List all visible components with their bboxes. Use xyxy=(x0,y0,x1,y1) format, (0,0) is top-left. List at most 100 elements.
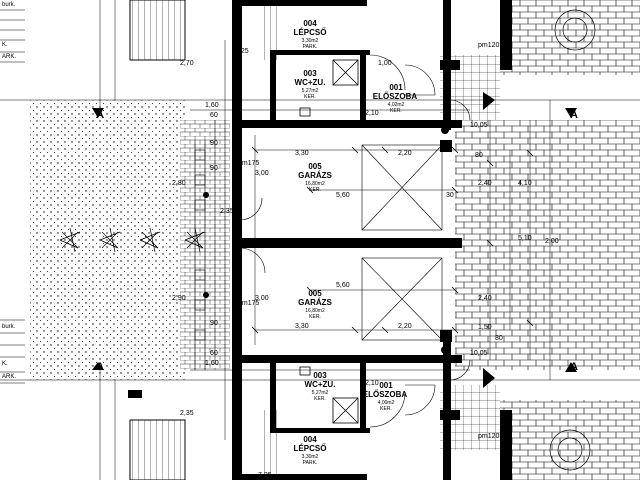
dimension-text: 5,60 xyxy=(336,192,350,199)
section-mark-a: A xyxy=(96,109,104,121)
dimension-text: 80 xyxy=(475,152,483,159)
room-area-lepcso-top: 3,30m2 xyxy=(301,38,319,44)
dimension-text: 2,10 xyxy=(365,380,379,387)
legend-frames xyxy=(0,9,25,384)
dimension-text: 2,70 xyxy=(180,60,194,67)
dimension-text: 7,25 xyxy=(258,472,272,479)
dimension-text: 1,60 xyxy=(205,360,219,367)
dimension-text: 3,30 xyxy=(295,323,309,330)
dimension-text: 2,40 xyxy=(478,180,492,187)
dimension-text: 1,25 xyxy=(235,48,249,55)
walls xyxy=(128,0,512,480)
room-number-eloszoba-top: 001 xyxy=(389,83,403,92)
stairs-bot-left xyxy=(129,419,186,480)
dimension-text: 10,05 xyxy=(470,350,488,357)
room-area-wc-bot: 5,27m2 xyxy=(311,390,329,396)
room-floor-eloszoba-top: KER. xyxy=(390,108,402,114)
dimension-text: pm175 xyxy=(238,300,260,307)
room-floor-lepcso-top: PARK. xyxy=(302,44,318,50)
room-name-wc-bot: WC+ZU. xyxy=(304,380,336,389)
legend-text: burk. xyxy=(2,324,16,330)
legend-text: K. xyxy=(2,42,8,48)
stairs-top-left xyxy=(129,0,186,61)
lawn-hatch xyxy=(30,100,185,380)
dimension-text: 4,10 xyxy=(518,180,532,187)
room-area-wc-top: 5,27m2 xyxy=(301,88,319,94)
dimension-ticks xyxy=(251,146,534,334)
dimension-text: 30 xyxy=(446,192,454,199)
dimension-text: pm175 xyxy=(238,160,260,167)
garage-void xyxy=(361,144,443,341)
room-name-garazs-bot: GARÁZS xyxy=(298,298,332,307)
room-area-eloszoba-bot: 4,00m2 xyxy=(377,400,395,406)
room-number-eloszoba-bot: 001 xyxy=(379,381,393,390)
dimension-text: 3,00 xyxy=(255,295,269,302)
dimension-text: 2,80 xyxy=(172,180,186,187)
room-floor-wc-bot: KER. xyxy=(314,396,326,402)
room-number-wc-top: 003 xyxy=(303,69,317,78)
shrubs xyxy=(59,9,596,471)
dimension-text: pm120 xyxy=(478,433,500,440)
room-area-lepcso-bot: 3,30m2 xyxy=(301,454,319,460)
dimension-text: 2,20 xyxy=(398,323,412,330)
brick-paving-bot-right xyxy=(500,400,640,480)
legend-text: ARK. xyxy=(2,54,17,60)
room-area-garazs-bot: 16,80m2 xyxy=(305,308,325,314)
dimension-text: 2,35 xyxy=(220,208,234,215)
room-name-lepcso-top: LÉPCSŐ xyxy=(293,28,327,37)
legend-text: ARK. xyxy=(2,374,17,380)
room-number-garazs-bot: 005 xyxy=(308,289,322,298)
room-name-wc-top: WC+ZU. xyxy=(294,78,326,87)
room-name-lepcso-bot: LÉPCSŐ xyxy=(293,444,327,453)
room-number-lepcso-bot: 004 xyxy=(303,435,317,444)
wc-fixtures xyxy=(299,59,359,424)
room-name-garazs-top: GARÁZS xyxy=(298,171,332,180)
section-mark-a: A xyxy=(96,361,104,373)
dimension-text: 1,00 xyxy=(378,60,392,67)
room-name-eloszoba-bot: ELŐSZOBA xyxy=(362,390,408,399)
dimension-text: 3,00 xyxy=(255,170,269,177)
dimension-text: 3,30 xyxy=(295,150,309,157)
door-swings xyxy=(239,54,471,428)
dimension-text: 2,40 xyxy=(478,295,492,302)
room-floor-lepcso-bot: PARK. xyxy=(302,460,318,466)
room-floor-eloszoba-bot: KER. xyxy=(380,406,392,412)
legend-text: burk. xyxy=(2,2,16,8)
dimension-text: pm120 xyxy=(478,42,500,49)
section-cut-marks xyxy=(92,92,577,388)
dimension-text: 7,25 xyxy=(258,0,272,7)
dimension-text: 60 xyxy=(210,112,218,119)
dimension-text: 5,60 xyxy=(336,282,350,289)
dimension-text: 2,90 xyxy=(172,295,186,302)
dimension-text: 2,00 xyxy=(545,238,559,245)
dimension-text: 2,35 xyxy=(180,410,194,417)
brick-paving-top-right xyxy=(500,0,640,75)
room-area-eloszoba-top: 4,02m2 xyxy=(387,102,405,108)
room-number-wc-bot: 003 xyxy=(313,371,327,380)
room-name-eloszoba-top: ELŐSZOBA xyxy=(372,92,418,101)
section-mark-a: A xyxy=(570,361,578,373)
dimension-text: 5,10 xyxy=(518,235,532,242)
room-floor-garazs-bot: KER. xyxy=(309,314,321,320)
room-floor-wc-top: KER. xyxy=(304,94,316,100)
dimension-text: 1,50 xyxy=(478,324,492,331)
dimension-text: 90 xyxy=(210,165,218,172)
dimension-text: 80 xyxy=(495,335,503,342)
dimension-text: 2,10 xyxy=(365,110,379,117)
dimension-text: 1,60 xyxy=(205,102,219,109)
dimension-text: 60 xyxy=(210,350,218,357)
section-mark-a: A xyxy=(570,109,578,121)
dimension-text: 2,20 xyxy=(398,150,412,157)
legend-text: K. xyxy=(2,361,8,367)
room-number-lepcso-top: 004 xyxy=(303,19,317,28)
dimension-text: 90 xyxy=(210,320,218,327)
brick-paving-right xyxy=(455,120,640,370)
room-floor-garazs-top: KER. xyxy=(309,187,321,193)
room-area-garazs-top: 16,80m2 xyxy=(305,181,325,187)
hedge-column xyxy=(194,140,206,370)
dimension-text: 10,05 xyxy=(470,122,488,129)
stairs-top-inner xyxy=(260,0,280,60)
dimension-text: 90 xyxy=(210,140,218,147)
room-number-garazs-top: 005 xyxy=(308,162,322,171)
